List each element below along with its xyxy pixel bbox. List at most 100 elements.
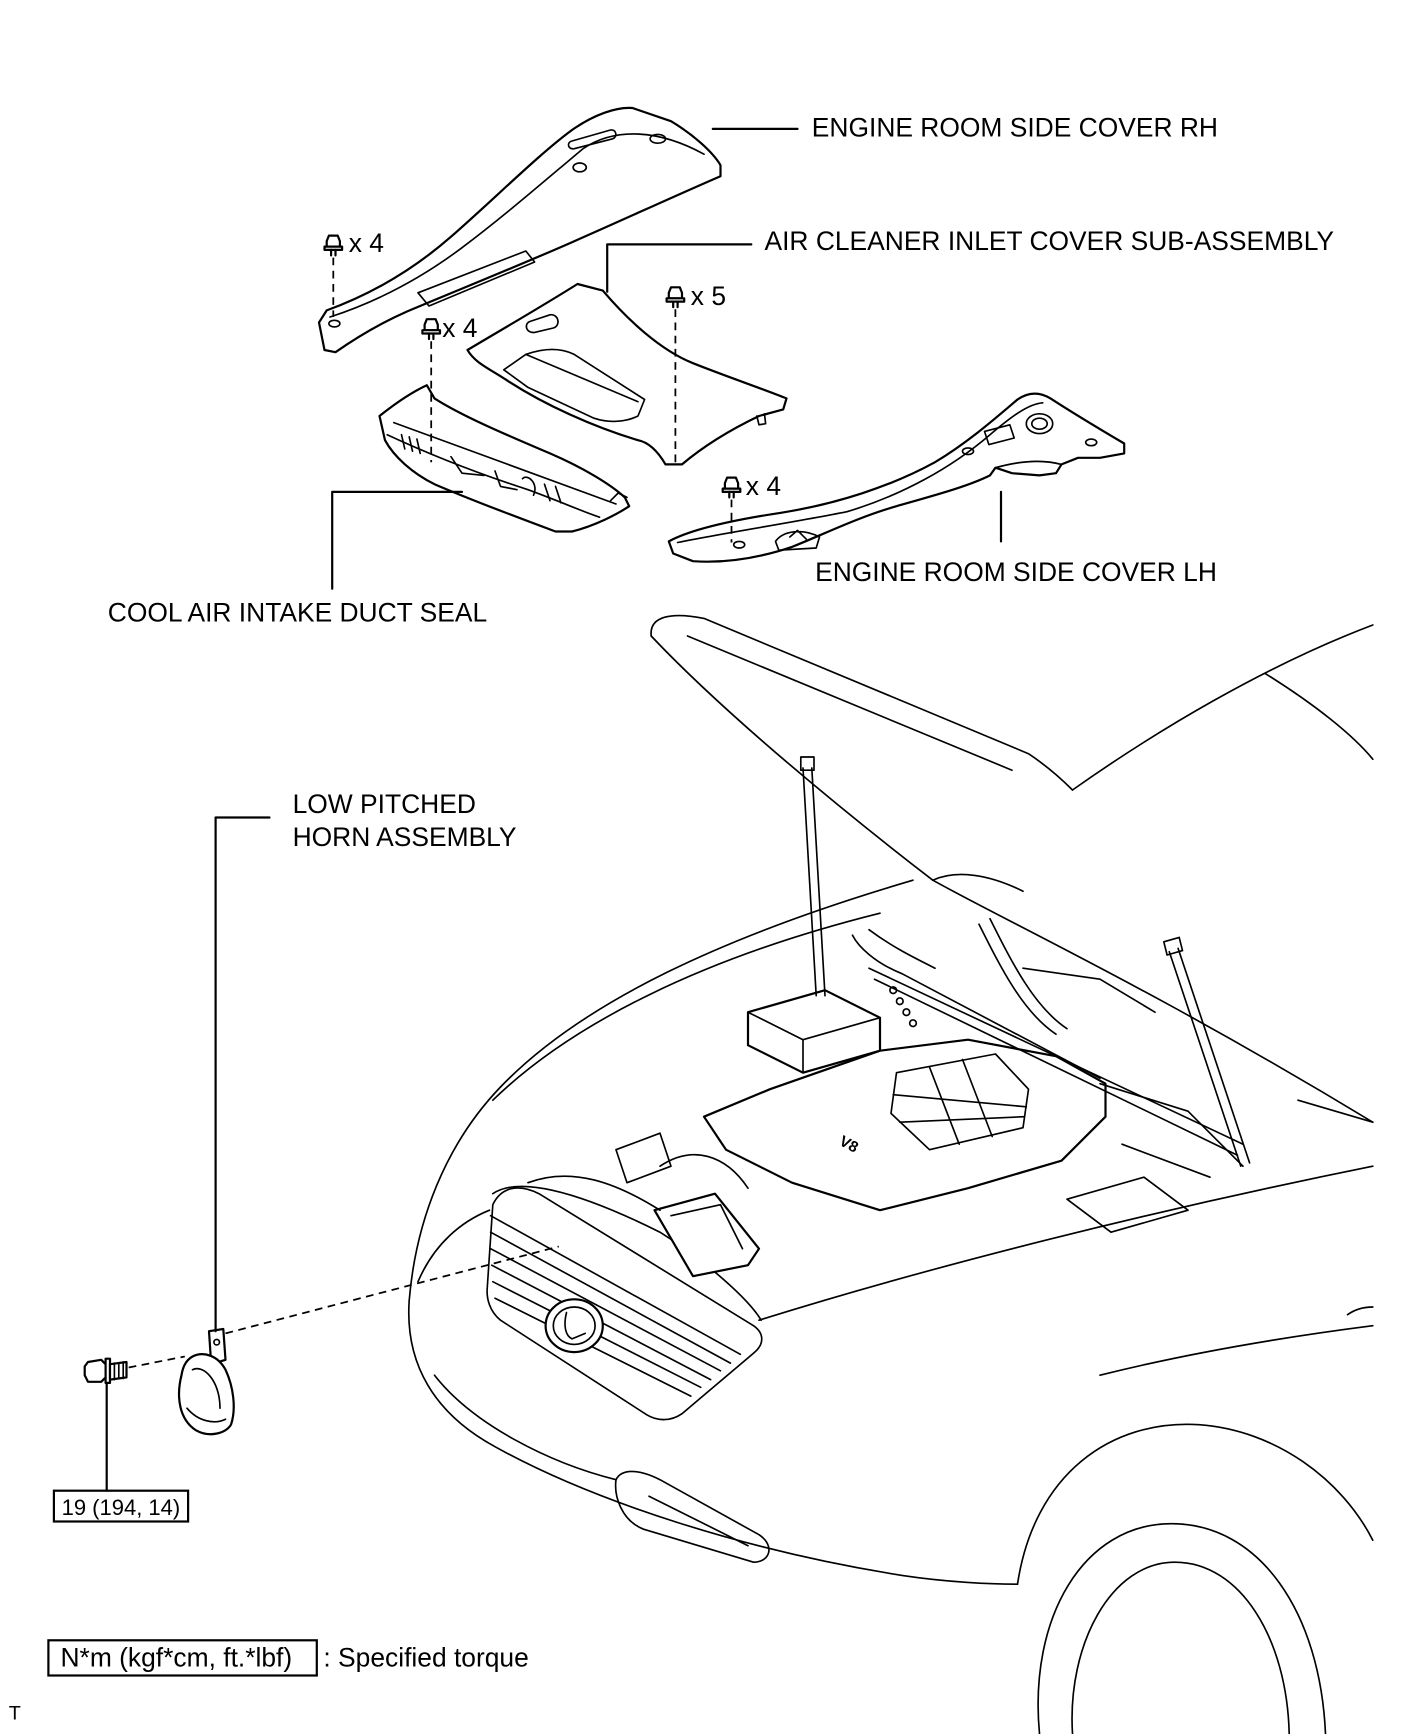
hood-leading-edge [650,614,1074,791]
bay-misc-bracket [1066,1176,1189,1234]
horn-to-grille-dashed-line [225,1245,560,1335]
front-tire [1037,1522,1327,1734]
legend-unit-box [47,1639,318,1677]
horn-bracket [207,1327,227,1366]
clip-inlet-cover: x 5 [665,281,726,463]
torque-legend: N*m (kgf*cm, ft.*lbf) : Specified torque [47,1639,529,1677]
lh-cover-cutout [994,460,1063,469]
label-air-cleaner-inlet-cover: AIR CLEANER INLET COVER SUB-ASSEMBLY [765,226,1335,256]
nozzle-dot [895,997,904,1006]
legend-unit-text: N*m (kgf*cm, ft.*lbf) [60,1643,292,1673]
cool-air-intake-duct-seal [378,384,631,533]
engine-room-side-cover-lh [667,392,1126,563]
vehicle-front-illustration: V8 [407,614,1374,1734]
rh-cover-slot [567,129,617,150]
radiator-support-edge [491,1185,763,1322]
intake-duct-inner [670,1203,744,1250]
left-headlamp-edge [417,1209,491,1283]
duct-seal-front-line [386,433,601,519]
right-fender-crease [1099,1324,1374,1377]
cowl-edge [931,879,1374,1124]
front-wheel-rim [1071,1561,1291,1734]
lh-cover-outline [667,392,1126,563]
torque-callout: 19 (194, 14) [52,1489,190,1523]
leader-inlet-cover [606,243,753,293]
hood-inner-edge [686,635,1013,772]
rh-cover-ridge [329,133,705,318]
low-pitched-horn-assembly [177,1327,235,1436]
inlet-cover-foot [755,412,767,426]
rh-cover-raised-strip [417,250,536,307]
engine-cover-ribbed-panel [890,1053,1030,1151]
rh-cover-hole [572,162,588,173]
clip-duct-seal-count: x 4 [442,313,477,343]
duct-seal-tab [609,492,628,502]
engine-room-side-cover-rh [317,106,722,354]
horn-icon [177,1353,235,1436]
engine-cover-ribs [892,1058,1028,1146]
nozzle-dot [908,1019,918,1028]
horn-bolt [83,1357,128,1385]
clip-lh-cover-count: x 4 [746,471,781,501]
torque-box [52,1489,190,1523]
rh-cover-hole [649,133,667,145]
wheel-arch [1016,1423,1374,1586]
lexus-emblem-letter [564,1311,587,1340]
clip-icon [721,476,742,499]
clip-icon [421,318,442,341]
front-grille [486,1187,763,1421]
lh-cover-ridge [676,401,1044,544]
bay-hose [978,917,1068,1036]
fog-lamp-opening [614,1470,770,1564]
lexus-emblem-inner [552,1306,596,1346]
fuse-box-lid [747,1011,881,1074]
windshield-inner-edge [1264,672,1374,761]
hood-strut-right [1162,936,1251,1168]
rh-cover-hole [328,319,341,328]
mirror-mark [1346,1306,1374,1316]
duct-seal-emboss [450,455,562,504]
radiator-top [527,1175,661,1212]
strut-brace [868,967,1244,1157]
leader-duct-seal [331,490,464,590]
horn-spiral [186,1367,227,1423]
right-fender-top [758,1165,1374,1322]
fender-inner-line [491,912,881,1102]
legend-description: : Specified torque [323,1643,528,1673]
lh-cover-large-hole-inner [1030,417,1049,431]
label-horn-line2: HORN ASSEMBLY [293,822,517,852]
lh-cover-hole [961,447,975,456]
lh-cover-slot [983,423,1016,446]
clip-icon [323,234,344,257]
lh-cover-clip [774,529,821,552]
label-engine-room-side-cover-rh: ENGINE ROOM SIDE COVER RH [812,113,1218,143]
inlet-cover-raised-section [502,348,646,423]
clip-inlet-cover-count: x 5 [691,281,726,311]
inlet-cover-slot [525,313,559,334]
engine-cover [702,1038,1107,1212]
bay-right-components [1022,967,1374,1179]
torque-value: 19 (194, 14) [62,1495,181,1520]
clip-lh-cover: x 4 [721,471,781,543]
hood-strut-left [799,756,826,997]
front-bumper-upper [408,1086,502,1302]
clip-rh-cover-count: x 4 [349,228,384,258]
label-cool-air-intake-duct-seal: COOL AIR INTAKE DUCT SEAL [108,598,487,628]
fog-lamp-inner [648,1495,749,1547]
horn-bracket-hole [213,1338,221,1346]
clip-icon [665,286,686,309]
bumper-lip [433,1374,617,1481]
bolt-to-horn-dashed-line [128,1355,185,1369]
clip-rh-cover: x 4 [323,228,384,317]
air-cleaner-inlet-cover [466,282,788,466]
battery-box [615,1132,749,1190]
bolt-threads [113,1361,125,1381]
cowl-wiper-bar [851,928,1101,1080]
clip-duct-seal: x 4 [421,313,477,463]
duct-seal-top-line [392,421,617,505]
leader-horn [214,816,271,1333]
hood-side-edge [650,635,934,882]
intake-duct-opening [653,1192,761,1278]
lh-cover-hole [732,540,746,549]
